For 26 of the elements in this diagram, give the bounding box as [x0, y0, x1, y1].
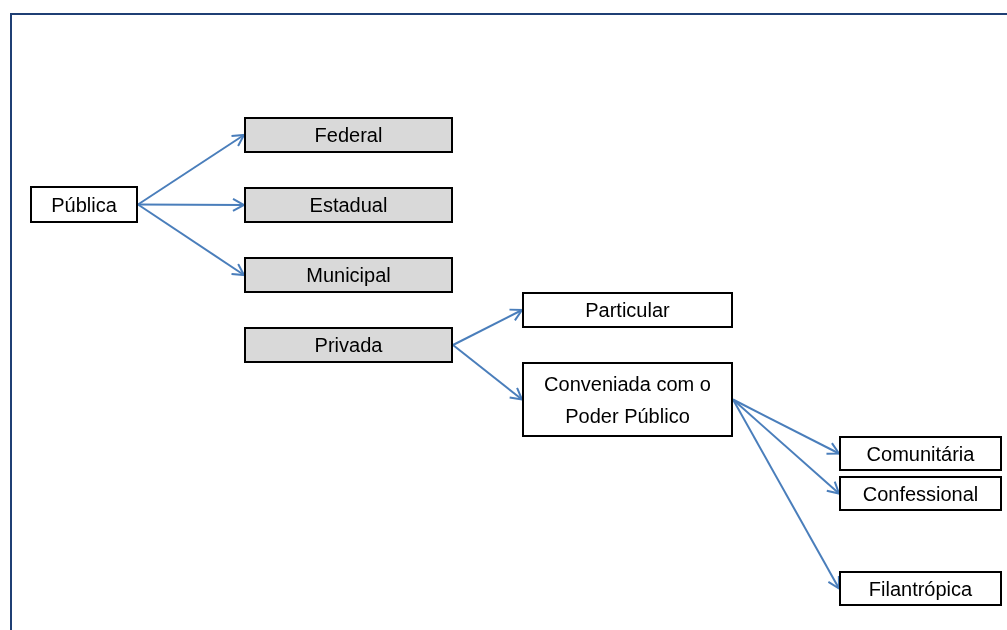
category-box — [244, 187, 453, 223]
arrow — [137, 203, 245, 276]
box-label: Particular — [584, 298, 671, 323]
box-label: Comunitária — [865, 441, 976, 467]
box-label: Privada — [313, 333, 384, 358]
arrow — [137, 134, 245, 206]
box-label: Municipal — [305, 263, 392, 288]
category-box — [244, 257, 453, 293]
arrow — [452, 344, 523, 401]
category-box — [839, 571, 1002, 606]
box-label: Conveniada com o Poder Público — [543, 371, 712, 429]
category-box — [839, 476, 1002, 511]
arrow — [732, 398, 840, 495]
box-label: Filantrópica — [867, 576, 974, 602]
box-label: Federal — [313, 123, 384, 148]
category-box — [30, 186, 138, 223]
box-label: Pública — [50, 192, 118, 218]
category-box — [839, 436, 1002, 471]
category-box — [522, 292, 733, 328]
category-box — [244, 117, 453, 153]
category-box — [522, 362, 733, 437]
box-label: Confessional — [861, 481, 980, 507]
box-label: Estadual — [308, 193, 389, 218]
arrow — [137, 197, 245, 212]
arrow — [452, 308, 523, 346]
category-box — [244, 327, 453, 363]
